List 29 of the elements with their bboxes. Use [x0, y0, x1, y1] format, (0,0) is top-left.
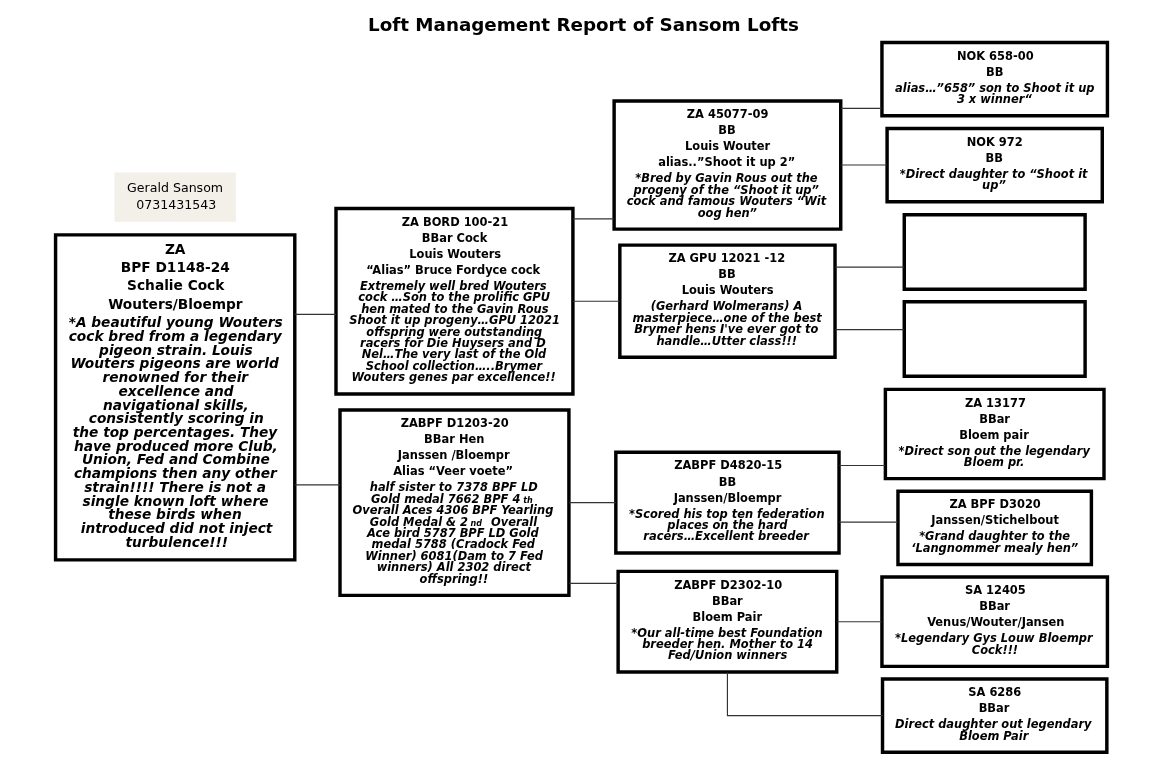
connector — [567, 582, 618, 584]
node-box: ZA 13177 BBar Bloem pair *Direct son out the legendary Bloem pr. — [883, 387, 1106, 481]
node-box — [902, 213, 1087, 291]
connector — [838, 521, 898, 523]
connector — [834, 329, 904, 331]
node-box: ZA GPU 12021 -12 BB Louis Wouters (Gerhard Wolmerans) A masterpiece…one of the best Brymer hens I've ever got to handle…Utter class!!! — [617, 243, 837, 360]
connector — [726, 671, 883, 717]
node-box: ZA 45077-09 BB Louis Wouter alias..”Shoot it up 2” *Bred by Gavin Rous out the progeny of the “Shoot it up” cock and famous Wouters “Wit oog hen” — [611, 99, 842, 231]
connector — [839, 107, 882, 109]
connector — [567, 502, 616, 504]
connector — [835, 621, 882, 623]
node-box: ZA BPF D1148-24 Schalie Cock Wouters/Bloempr *A beautiful young Wouters cock bred from a legendary pigeon strain. Louis Wouters pigeons are world renowned for their excellence and navigational skills, consistently scoring in the top percentages. They have produced more Club, Union, Fed and Combine champions then any other strain!!!! There is not a single known loft where these birds when introduced did not inject turbulence!!! — [53, 233, 296, 562]
node-box: SA 12405 BBar Venus/Wouter/Jansen *Legendary Gys Louw Bloempr Cock!!! — [879, 575, 1109, 669]
node-box: ZABPF D2302-10 BBar Bloem Pair *Our all-time best Foundation breeder hen. Mother to 14 Fed/Union winners — [615, 569, 838, 674]
connector — [571, 300, 620, 302]
node-box: ZA BORD 100-21 BBar Cock Louis Wouters “Alias” Bruce Fordyce cock Extremely well bred Wouters cock …Son to the prolific GPU hen mated to the Gavin Rous Shoot it up progeny…GPU 12021 offspring were outstanding racers for Die Huysers and D Nel…The very last of the Old School collection…..Brymer Wouters genes par excellence!! — [333, 206, 575, 396]
node-box: SA 6286 BBar Direct daughter out legendary Bloem Pair — [880, 677, 1109, 754]
connector — [839, 164, 887, 166]
node-box — [902, 300, 1087, 378]
node-box: NOK 972 BB *Direct daughter to “Shoot it up” — [884, 126, 1104, 204]
connector — [293, 313, 336, 315]
connector — [293, 484, 340, 486]
connector — [838, 464, 886, 467]
node-box: ZA BPF D3020 Janssen/Stichelbout *Grand daughter to the ‘Langnommer mealy hen” — [895, 489, 1093, 567]
connector — [834, 266, 904, 268]
node-box: ZABPF D4820-15 BB Janssen/Bloempr *Scored his top ten federation places on the hard racers…Excellent breeder — [613, 450, 841, 555]
connector — [571, 218, 614, 220]
node-box: NOK 658-00 BB alias…”658” son to Shoot it up 3 x winner“ — [879, 40, 1109, 118]
diagram-title: Loft Management Report of Sansom Lofts — [367, 13, 799, 35]
